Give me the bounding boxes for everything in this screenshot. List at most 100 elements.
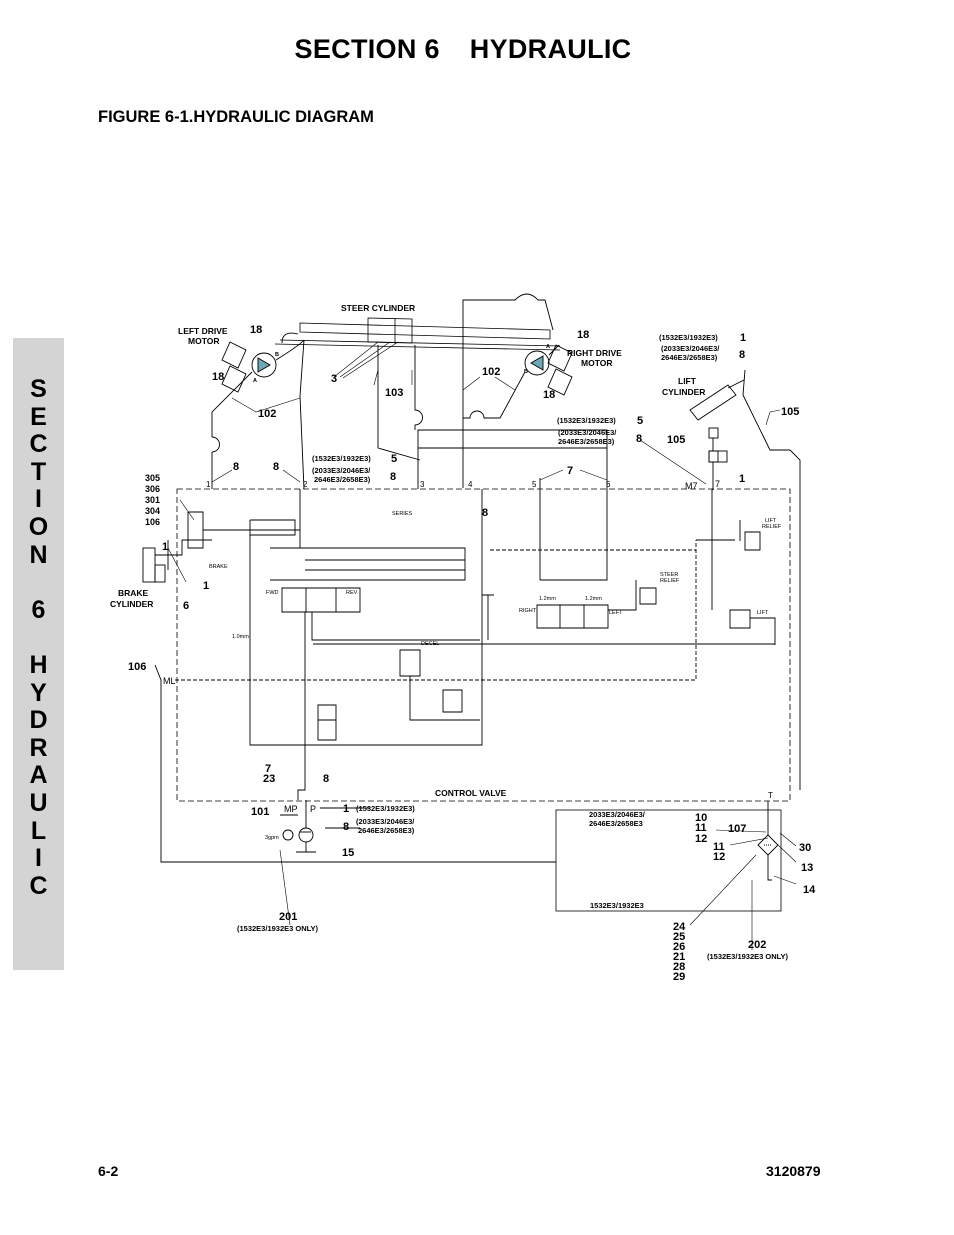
callout-24: 24 [673, 921, 686, 933]
brake-cylinder [142, 547, 166, 583]
side-tab-letter: C [29, 871, 48, 900]
label-right-drive-1: RIGHT DRIVE [567, 348, 622, 358]
callout-105: 105 [781, 406, 799, 418]
callout-102: 102 [482, 366, 500, 378]
side-tab-letter: I [35, 844, 42, 873]
callout-15: 15 [342, 847, 354, 859]
port-number: 3 [420, 480, 425, 489]
label-orifice-b: 1.2mm [585, 596, 602, 602]
lift-cylinder [689, 369, 801, 790]
callout-25: 25 [673, 931, 685, 943]
label-lift-valve: LIFT [757, 610, 769, 616]
callout-8: 8 [273, 461, 279, 473]
callout-14: 14 [803, 884, 816, 896]
side-tab-letter: E [30, 402, 47, 431]
label-left-drive-2: MOTOR [188, 336, 219, 346]
note-series-models-b: (2033E3/2046E3/ [312, 466, 371, 475]
label-port-ml: ML [163, 676, 176, 686]
side-tab-letter: A [29, 761, 48, 790]
callout-1: 1 [162, 541, 168, 553]
callout-6: 6 [183, 600, 189, 612]
top-hose-loop [281, 293, 554, 488]
section-label: SECTION 6 [294, 34, 440, 64]
callout-1: 1 [740, 332, 746, 344]
label-left: LEFT [609, 610, 623, 616]
callout-12: 12 [713, 851, 725, 863]
label-decel: DECEL [421, 641, 439, 647]
callout-1: 1 [343, 803, 349, 815]
label-lift-relief-1: LIFT [765, 518, 777, 524]
note-pump-models-c: 2646E3/2658E3) [358, 826, 415, 835]
callout-18: 18 [250, 324, 262, 336]
callout-8: 8 [323, 773, 329, 785]
motor-port-a: A [546, 344, 550, 350]
label-brake-cyl-1: BRAKE [118, 588, 149, 598]
callout-306: 306 [145, 484, 160, 494]
section-name: HYDRAULIC [469, 34, 632, 64]
label-lift-cyl-1: LIFT [678, 376, 697, 386]
callout-105: 105 [667, 434, 685, 446]
hydraulic-tank-box [555, 809, 782, 912]
page-number: 6-2 [98, 1163, 119, 1179]
side-tab-letter: R [29, 733, 48, 762]
side-tab-letter: 6 [31, 595, 46, 624]
callout-7: 7 [265, 763, 271, 775]
note-lift-models-b: (2033E3/2046E3/ [661, 344, 720, 353]
callout-201: 201 [279, 911, 297, 923]
callout-103: 103 [385, 387, 403, 399]
motor-port-b: B [524, 369, 528, 375]
side-tab-letter: S [30, 375, 47, 403]
diagram-callouts: 18 18 18 18 102 102 103 3 105 105 (1532E… [128, 324, 816, 983]
port-number: 2 [303, 480, 308, 489]
callout-23: 23 [263, 773, 275, 785]
label-left-drive-1: LEFT DRIVE [178, 326, 228, 336]
note-lift-models-a: (1532E3/1932E3) [659, 333, 718, 342]
port-number: 1 [206, 480, 211, 489]
callout-13: 13 [801, 862, 813, 874]
note-series-models-a: (1532E3/1932E3) [312, 454, 371, 463]
side-tab-letter: O [28, 512, 49, 541]
label-orifice-c: 1.0mm [232, 634, 249, 640]
label-rev: REV [346, 590, 358, 596]
label-port-m7: M7 [685, 481, 698, 491]
callout-107: 107 [728, 823, 746, 835]
callout-8: 8 [343, 821, 349, 833]
right-drive-motor [524, 344, 573, 396]
label-control-valve: CONTROL VALVE [435, 788, 507, 798]
callout-11: 11 [695, 822, 707, 834]
callout-10: 10 [695, 812, 707, 824]
port-number: 6 [606, 480, 611, 489]
label-pump-flow: 3gpm [265, 835, 279, 841]
callout-3: 3 [331, 373, 337, 385]
callout-102: 102 [258, 408, 276, 420]
callout-29: 29 [673, 971, 685, 983]
label-orifice-a: 1.2mm [539, 596, 556, 602]
return-filter [757, 801, 779, 881]
callout-26: 26 [673, 941, 685, 953]
label-fwd: FWD [266, 590, 279, 596]
note-201-models: (1532E3/1932E3 ONLY) [237, 924, 319, 933]
port-number: 4 [468, 480, 473, 489]
callout-30: 30 [799, 842, 811, 854]
note-valve-models-c: 2646E3/2658E3) [558, 437, 615, 446]
side-tab-letter: H [29, 650, 48, 679]
callout-304: 304 [145, 506, 160, 516]
port-number: 7 [715, 479, 720, 489]
label-port-mp: MP [284, 804, 298, 814]
motor-port-b: B [275, 352, 279, 358]
label-lift-cyl-2: CYLINDER [662, 387, 705, 397]
callout-28: 28 [673, 961, 685, 973]
note-lift-models-c: 2646E3/2658E3) [661, 353, 718, 362]
note-valve-models-b: (2033E3/2046E3/ [558, 428, 617, 437]
port-number: 5 [532, 480, 537, 489]
side-tab-letter: L [30, 816, 47, 845]
callout-12: 12 [695, 833, 707, 845]
control-valve-boundary [176, 488, 791, 802]
callout-305: 305 [145, 473, 160, 483]
side-tab-letter: D [29, 706, 48, 735]
label-lift-relief-2: RELIEF [762, 524, 782, 530]
callout-101: 101 [251, 806, 269, 818]
